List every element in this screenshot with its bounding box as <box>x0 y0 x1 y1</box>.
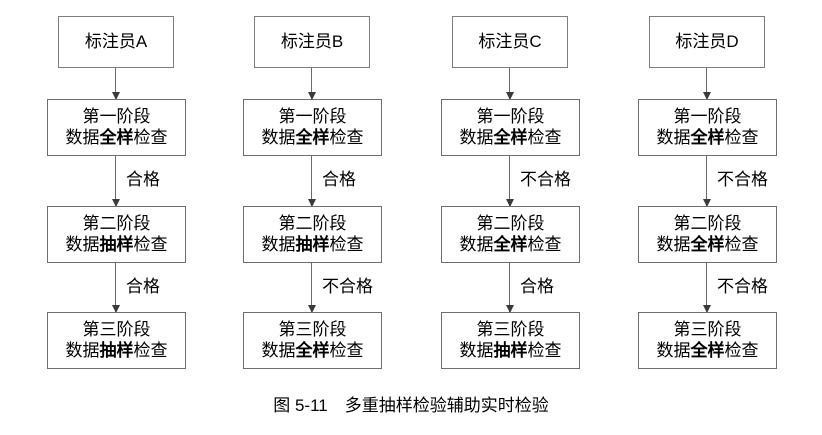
annotator-box-c: 标注员C <box>452 16 568 68</box>
stage3-box-c: 第三阶段 数据抽样检查 <box>441 312 580 369</box>
annotator-box-a: 标注员A <box>58 16 174 68</box>
stage1-title-c: 第一阶段 <box>476 107 545 127</box>
annotator-column-c: 标注员C 第一阶段 数据全样检查 不合格 第二阶段 数据全样检查 合格 第三阶段… <box>412 0 608 380</box>
stage1-box-c: 第一阶段 数据全样检查 <box>441 99 580 156</box>
stage2-detail-b: 数据抽样检查 <box>261 234 364 254</box>
stage1-box-b: 第一阶段 数据全样检查 <box>243 99 382 156</box>
stage2-detail-a: 数据抽样检查 <box>65 234 168 254</box>
arrow-stage2-to-stage3-b <box>311 263 313 312</box>
stage1-box-a: 第一阶段 数据全样检查 <box>47 99 186 156</box>
stage1-title-b: 第一阶段 <box>278 107 347 127</box>
stage3-title-d: 第三阶段 <box>673 320 742 340</box>
stage1-title-a: 第一阶段 <box>82 107 151 127</box>
stage3-box-b: 第三阶段 数据全样检查 <box>243 312 382 369</box>
stage2-title-a: 第二阶段 <box>82 214 151 234</box>
stage2-box-a: 第二阶段 数据抽样检查 <box>47 206 186 263</box>
stage1-detail-a: 数据全样检查 <box>65 127 168 147</box>
figure-caption: 图 5-11 多重抽样检验辅助实时检验 <box>273 396 549 415</box>
annotator-column-a: 标注员A 第一阶段 数据全样检查 合格 第二阶段 数据抽样检查 合格 第三阶段 … <box>18 0 214 380</box>
edge-label-2-d: 不合格 <box>717 277 768 296</box>
stage3-detail-b: 数据全样检查 <box>261 340 364 360</box>
stage3-title-b: 第三阶段 <box>278 320 347 340</box>
arrow-stage1-to-stage2-a <box>115 156 117 206</box>
stage2-detail-d: 数据全样检查 <box>656 234 759 254</box>
stage2-box-b: 第二阶段 数据抽样检查 <box>243 206 382 263</box>
annotator-label-b: 标注员B <box>280 31 344 51</box>
arrow-stage1-to-stage2-b <box>311 156 313 206</box>
arrow-annotator-to-stage1-c <box>509 68 511 99</box>
stage3-detail-c: 数据抽样检查 <box>459 340 562 360</box>
edge-label-1-c: 不合格 <box>520 170 571 189</box>
arrow-annotator-to-stage1-b <box>311 68 313 99</box>
stage2-box-c: 第二阶段 数据全样检查 <box>441 206 580 263</box>
edge-label-1-d: 不合格 <box>717 170 768 189</box>
stage3-detail-a: 数据抽样检查 <box>65 340 168 360</box>
arrow-stage2-to-stage3-d <box>706 263 708 312</box>
stage3-detail-d: 数据全样检查 <box>656 340 759 360</box>
stage1-detail-d: 数据全样检查 <box>656 127 759 147</box>
stage1-detail-b: 数据全样检查 <box>261 127 364 147</box>
annotator-box-d: 标注员D <box>649 16 765 68</box>
annotator-label-a: 标注员A <box>84 31 148 51</box>
stage2-title-b: 第二阶段 <box>278 214 347 234</box>
arrow-stage1-to-stage2-c <box>509 156 511 206</box>
arrow-annotator-to-stage1-a <box>115 68 117 99</box>
arrow-stage2-to-stage3-a <box>115 263 117 312</box>
stage1-title-d: 第一阶段 <box>673 107 742 127</box>
stage3-title-c: 第三阶段 <box>476 320 545 340</box>
stage1-box-d: 第一阶段 数据全样检查 <box>638 99 777 156</box>
stage2-box-d: 第二阶段 数据全样检查 <box>638 206 777 263</box>
annotator-column-b: 标注员B 第一阶段 数据全样检查 合格 第二阶段 数据抽样检查 不合格 第三阶段… <box>214 0 410 380</box>
stage3-box-a: 第三阶段 数据抽样检查 <box>47 312 186 369</box>
edge-label-2-c: 合格 <box>520 277 554 296</box>
stage2-title-c: 第二阶段 <box>476 214 545 234</box>
annotator-label-c: 标注员C <box>478 31 542 51</box>
stage1-detail-c: 数据全样检查 <box>459 127 562 147</box>
stage2-detail-c: 数据全样检查 <box>459 234 562 254</box>
edge-label-1-b: 合格 <box>322 170 356 189</box>
edge-label-2-a: 合格 <box>126 277 160 296</box>
stage3-title-a: 第三阶段 <box>82 320 151 340</box>
arrow-stage2-to-stage3-c <box>509 263 511 312</box>
arrow-stage1-to-stage2-d <box>706 156 708 206</box>
edge-label-1-a: 合格 <box>126 170 160 189</box>
annotator-box-b: 标注员B <box>254 16 370 68</box>
stage3-box-d: 第三阶段 数据全样检查 <box>638 312 777 369</box>
stage2-title-d: 第二阶段 <box>673 214 742 234</box>
arrow-annotator-to-stage1-d <box>706 68 708 99</box>
edge-label-2-b: 不合格 <box>322 277 373 296</box>
annotator-column-d: 标注员D 第一阶段 数据全样检查 不合格 第二阶段 数据全样检查 不合格 第三阶… <box>609 0 805 380</box>
annotator-label-d: 标注员D <box>675 31 739 51</box>
